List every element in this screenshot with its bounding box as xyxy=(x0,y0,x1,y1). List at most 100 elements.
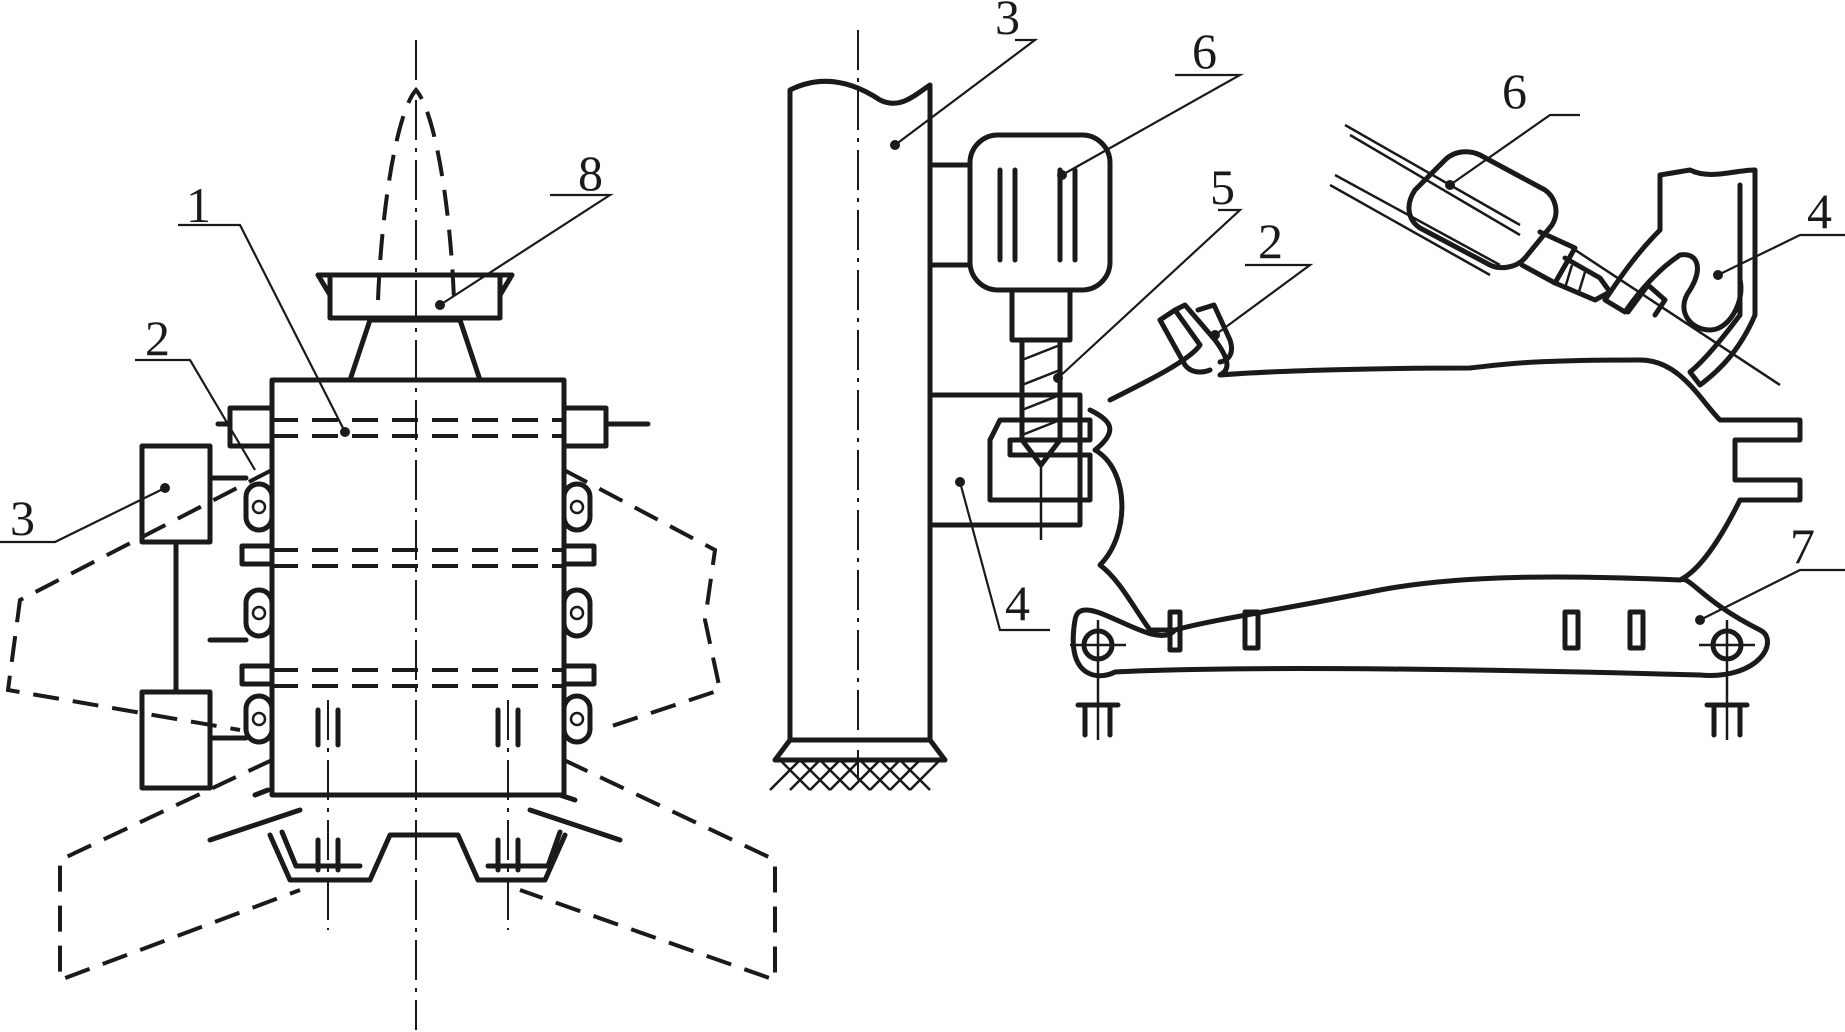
rollers-right xyxy=(561,481,593,745)
wing-upper-left xyxy=(5,468,273,732)
fixture-stud xyxy=(1242,609,1261,651)
roller-hub xyxy=(251,605,267,621)
ground-hatch xyxy=(769,759,941,791)
tray-8-lips xyxy=(315,272,515,298)
leader-right-2 xyxy=(1214,263,1314,336)
tool-body-6 xyxy=(1406,149,1559,271)
leader-right-7 xyxy=(1699,568,1845,621)
roller xyxy=(561,481,593,533)
clamp-arm-right xyxy=(527,807,623,843)
roller-hub xyxy=(569,711,585,727)
locating-pin-right xyxy=(1699,620,1755,740)
nose-cone-outline xyxy=(376,87,456,301)
right-assembly: 2 6 4 7 xyxy=(1070,63,1845,740)
clamp-arm-left xyxy=(207,807,303,843)
lower-jaw xyxy=(267,832,568,883)
rail-1 xyxy=(272,418,564,438)
fixture-stud xyxy=(1167,609,1183,653)
studs-lower xyxy=(315,837,521,873)
callout-mid-6: 6 xyxy=(1192,23,1217,79)
motor-mount xyxy=(927,162,973,268)
roller xyxy=(561,693,593,745)
roller xyxy=(561,587,593,639)
tool-bit-flutes xyxy=(1563,264,1587,296)
fixture-stud xyxy=(1562,609,1581,651)
motor-fins xyxy=(997,167,1078,263)
leader-3 xyxy=(0,487,166,544)
roller xyxy=(243,481,275,533)
studs-upper xyxy=(315,707,521,748)
lower-jaw-inner-right xyxy=(485,829,563,869)
column-3 xyxy=(787,78,933,743)
leader-mid-3 xyxy=(894,38,1039,146)
callout-right-7: 7 xyxy=(1790,518,1815,574)
leader-right-6 xyxy=(1449,113,1580,186)
motor-6 xyxy=(967,132,1113,293)
leader-mid-5 xyxy=(1057,208,1243,379)
leader-dot xyxy=(1445,180,1455,190)
callout-right-6: 6 xyxy=(1502,63,1527,119)
leader-mid-6 xyxy=(1061,73,1245,176)
arm-4 xyxy=(927,392,1083,528)
fixture-stud xyxy=(1627,609,1646,651)
leader-dot xyxy=(955,477,965,487)
leader-dot xyxy=(340,427,350,437)
workpiece-2 xyxy=(1087,302,1803,633)
callout-8: 8 xyxy=(578,145,603,201)
leader-dot xyxy=(1053,373,1063,383)
tool-bit xyxy=(1552,255,1613,303)
leader-dot xyxy=(1695,615,1705,625)
column-base xyxy=(772,737,948,763)
callout-mid-4: 4 xyxy=(1005,575,1030,631)
wing-upper-right xyxy=(563,468,723,732)
leader-right-4 xyxy=(1717,233,1845,276)
leader-1 xyxy=(178,223,346,433)
leader-2 xyxy=(135,358,256,471)
tray-8 xyxy=(327,272,503,321)
wing-lower-left xyxy=(58,758,301,983)
fixture-7 xyxy=(1070,576,1770,679)
lower-jaw-inner-left xyxy=(279,829,363,869)
roller-hub xyxy=(251,711,267,727)
left-assembly: 1 8 2 3 xyxy=(0,40,777,1030)
locating-pin-left xyxy=(1070,620,1126,740)
roller-hub xyxy=(251,499,267,515)
main-body xyxy=(269,377,567,798)
leader-dot xyxy=(1057,170,1067,180)
leader-dot xyxy=(1713,270,1723,280)
roller xyxy=(243,693,275,745)
roller-hub xyxy=(569,499,585,515)
callout-1: 1 xyxy=(186,177,211,233)
callout-mid-5: 5 xyxy=(1210,159,1235,215)
clip-low-right xyxy=(561,663,597,687)
clamp-jaw xyxy=(987,417,1093,503)
callout-right-2: 2 xyxy=(1258,213,1283,269)
angled-tool-6 xyxy=(1329,123,1613,303)
middle-assembly: 3 6 5 4 xyxy=(769,0,1245,791)
callout-3: 3 xyxy=(10,490,35,546)
callout-right-4: 4 xyxy=(1807,183,1832,239)
leader-mid-4 xyxy=(958,481,1050,632)
roller xyxy=(243,587,275,639)
leader-dot xyxy=(1210,330,1220,340)
workpiece-tab xyxy=(1157,307,1213,375)
clamp-tip-left xyxy=(252,787,271,798)
clamp-4 xyxy=(1657,167,1758,388)
rollers-left xyxy=(243,481,275,745)
leader-dot xyxy=(890,140,900,150)
mount-3-lower xyxy=(139,689,213,791)
rail-lower xyxy=(272,668,564,688)
drill-flutes xyxy=(1021,343,1061,437)
tool-shafts xyxy=(1329,123,1521,277)
leader-8 xyxy=(439,193,614,306)
clamp-4-finger-a xyxy=(1625,282,1668,318)
callout-2: 2 xyxy=(145,310,170,366)
bracket-top-right xyxy=(561,405,609,449)
clamp-4-fingers xyxy=(1602,172,1744,333)
clamp-tip-right xyxy=(557,792,578,803)
spindle-collar xyxy=(1009,287,1073,343)
leader-dot xyxy=(160,483,170,493)
tool-axis xyxy=(1559,238,1781,387)
rail-middle xyxy=(272,548,564,568)
